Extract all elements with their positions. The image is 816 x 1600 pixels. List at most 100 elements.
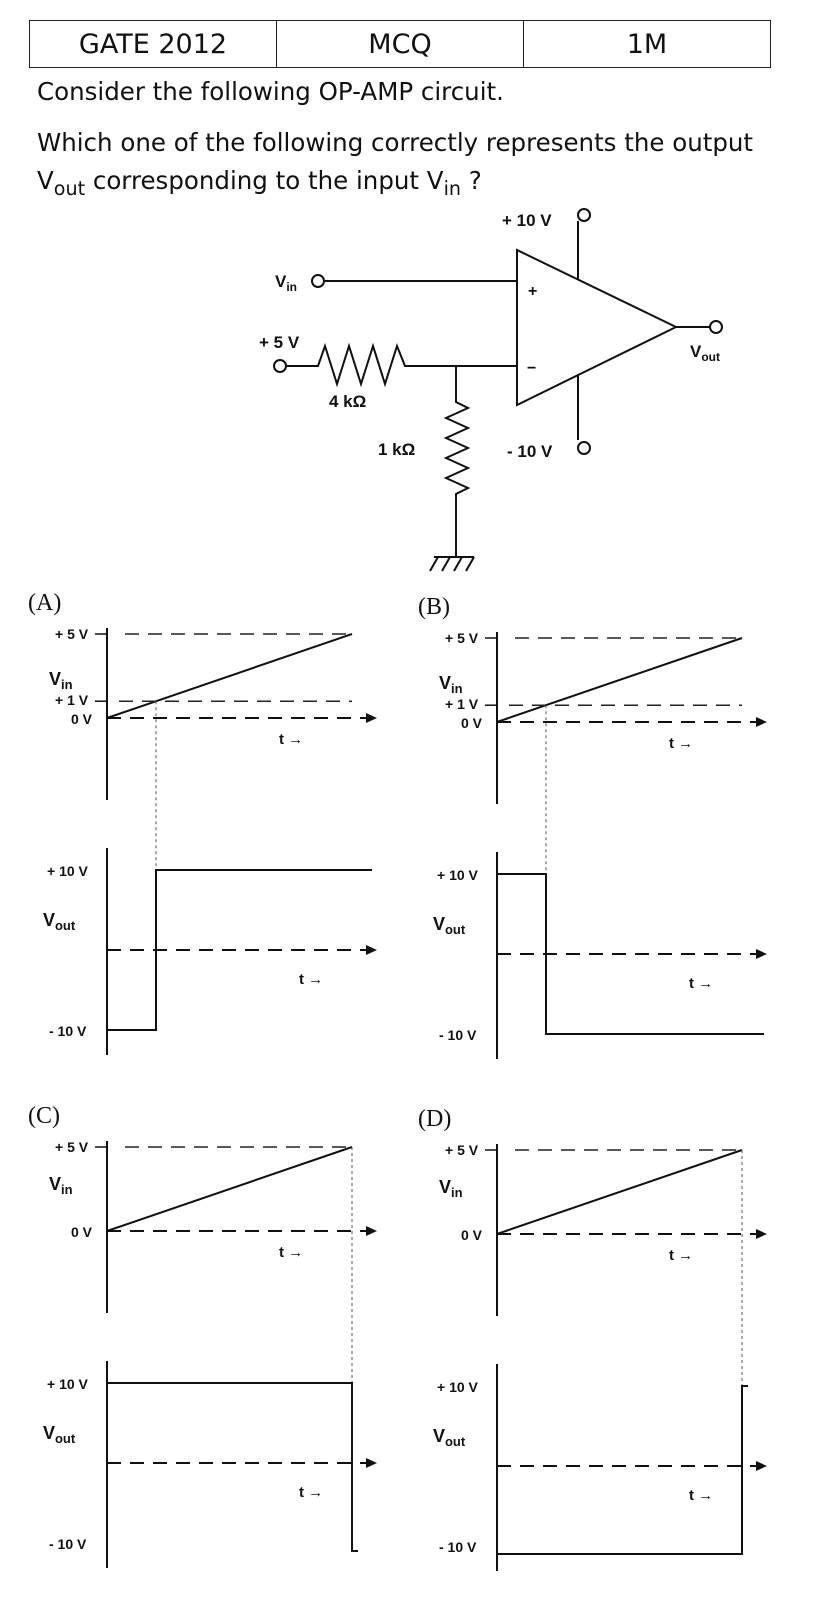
vin-label: Vin [275,272,297,294]
vout-time-label: t → [689,975,713,992]
ground-hatch [453,556,463,572]
vout-axis-label: Vout [433,1426,466,1449]
vin-axis-label: Vin [49,669,73,692]
vin-tick-label: + 5 V [55,1139,89,1155]
axis-arrowhead [756,717,767,727]
vout-axis-label-sub: out [55,1431,76,1446]
vin-time-label: t → [669,1247,693,1264]
vout-axis-label: Vout [43,1423,76,1446]
vin-tick-label: 0 V [461,715,483,731]
vout-tick-label: - 10 V [439,1027,477,1043]
ground-hatch [429,556,439,572]
vin-axis-label-sub: in [61,677,73,692]
vout-waveform [107,869,372,1031]
answer-options: (A) + 5 V + 1 V 0 V Vin t → + 10 V - 10 V Vout t … [28,590,767,1571]
vin-time-label: t → [279,1244,303,1261]
vref-label: + 5 V [259,333,300,352]
vin-terminal [311,274,325,288]
vin-ramp [496,1149,743,1235]
vout-terminal [709,320,723,334]
axis-arrowhead [756,1461,767,1471]
header-table: GATE 2012 MCQ 1M [29,20,771,68]
resistor-4k [286,342,517,388]
vout-time-label: t → [689,1487,713,1504]
vin-axis-label-sub: in [61,1182,73,1197]
option-d: (D) + 5 V 0 V Vin t → + 10 V - 10 V Vout t → [418,1106,767,1571]
vout-tick-label: + 10 V [47,863,89,879]
vin-time-label: t → [669,735,693,752]
vin-ramp [106,633,353,719]
vout-axis-label-main: V [43,910,55,930]
vin-axis-label: Vin [49,1174,73,1197]
supply-neg-terminal [577,441,591,455]
vin-ramp [106,1146,353,1232]
vin-tick-label: + 5 V [55,626,89,642]
axis-arrowhead [756,1229,767,1239]
inverting-sign: − [527,360,536,377]
supply-pos-terminal [577,208,591,222]
vout-tick-label: - 10 V [439,1539,477,1555]
vin-axis-label-main: V [49,669,61,689]
header-exam: GATE 2012 [78,28,228,60]
vout-axis-label: Vout [433,914,466,937]
axis-arrowhead [366,945,377,955]
resistor-1k [443,366,471,557]
vout-time-label: t → [299,1484,323,1501]
vin-tick-label: + 1 V [55,692,89,708]
vout-tick-label: + 10 V [47,1376,89,1392]
ground-hatch [441,556,451,572]
vout-axis-label-sub: out [445,922,466,937]
vout-tick-label: - 10 V [49,1023,87,1039]
vout-waveform [107,1382,358,1552]
vin-axis-label: Vin [439,1177,463,1200]
question-line-1: Consider the following OP-AMP circuit. [37,77,504,106]
question-line-2: Which one of the following correctly rep… [37,128,754,157]
vout-label: Vout [690,342,720,364]
vout-tick-label: - 10 V [49,1536,87,1552]
vout-axis-label-main: V [43,1423,55,1443]
noninverting-sign: + [528,283,537,300]
r2-label: 1 kΩ [378,440,415,459]
option-label: (B) [418,594,450,620]
vref-terminal [273,359,287,373]
vout-tick-label: + 10 V [437,1379,479,1395]
opamp-triangle [516,248,679,407]
vin-tick-label: + 5 V [445,630,479,646]
vout-tick-label: + 10 V [437,867,479,883]
question-line-3: Vout corresponding to the input Vin ? [37,166,482,201]
header-type: MCQ [276,21,523,67]
vin-time-label: t → [279,731,303,748]
ground-hatch [465,556,475,572]
vout-waveform [497,873,764,1035]
vout-axis-label-main: V [433,914,445,934]
vout-axis-label-main: V [433,1426,445,1446]
option-label: (D) [418,1106,451,1132]
vin-axis-label-main: V [439,673,451,693]
opamp-circuit [273,208,723,572]
vin-axis-label-main: V [49,1174,61,1194]
option-a: (A) + 5 V + 1 V 0 V Vin t → + 10 V - 10 V Vout t … [28,590,377,1055]
axis-arrowhead [366,1458,377,1468]
vin-tick-label: 0 V [71,711,93,727]
axis-arrowhead [366,1226,377,1236]
option-c: (C) + 5 V 0 V Vin t → + 10 V - 10 V Vout t → [28,1103,377,1568]
vout-time-label: t → [299,971,323,988]
vin-axis-label-main: V [439,1177,451,1197]
option-label: (A) [28,590,61,616]
vin-tick-label: + 1 V [445,696,479,712]
vout-axis-label-sub: out [445,1434,466,1449]
r1-label: 4 kΩ [329,392,366,411]
option-label: (C) [28,1103,60,1129]
vout-axis-label-sub: out [55,918,76,933]
option-b: (B) + 5 V + 1 V 0 V Vin t → + 10 V - 10 V Vout t … [418,594,767,1059]
vout-waveform [497,1385,748,1555]
vin-axis-label-sub: in [451,1185,463,1200]
vin-tick-label: + 5 V [445,1142,479,1158]
supply-pos-label: + 10 V [502,211,552,230]
vin-ramp [496,637,743,723]
axis-arrowhead [756,949,767,959]
vin-tick-label: 0 V [461,1227,483,1243]
header-marks: 1M [523,21,770,67]
vin-tick-label: 0 V [71,1224,93,1240]
vin-axis-label-sub: in [451,681,463,696]
